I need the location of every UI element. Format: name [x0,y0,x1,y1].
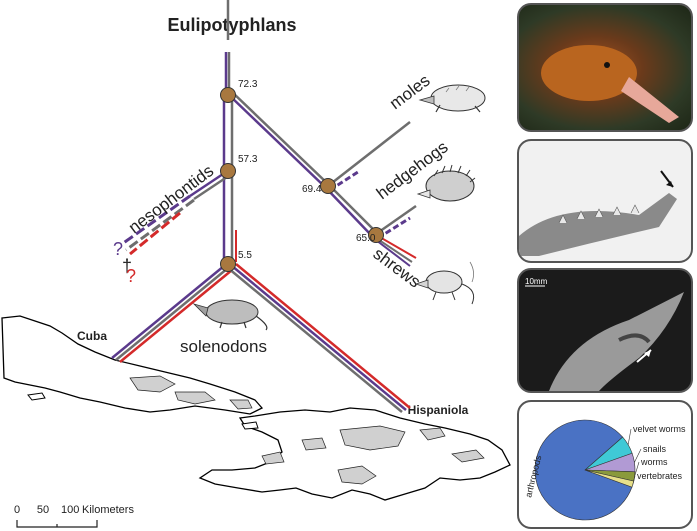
tree-root-stem [224,0,231,94]
hispaniola-habitat-patch [301,437,327,451]
hispaniola-habitat-patch [419,427,446,441]
cuba-outline [1,315,264,415]
node-age-72-3: 72.3 [238,79,258,90]
clade-nesophontids: nesophontids [125,161,217,237]
scale-bar-line [16,520,98,528]
hedgehog-illustration [416,164,476,202]
scale-tick-0: 0 [14,504,20,516]
solenodon-branch-hispaniola [227,263,411,413]
hispaniola-habitat-patch [339,425,406,451]
pie-label-vertebrates: vertebrates [637,471,683,481]
pie-label-velvet-worms: velvet worms [633,424,686,434]
hispaniola-habitat-patch [261,451,285,465]
node-72-3 [220,87,236,103]
node-age-69-4: 69.4 [302,184,322,195]
scale-tick-50: 50 [37,504,49,516]
clade-moles: moles [386,71,434,113]
question-mark-purple: ? [113,239,123,259]
solenodon-branch-cuba [111,265,233,363]
jaw-photo [519,170,677,256]
mole-illustration [418,84,486,113]
scale-unit: Kilometers [82,504,134,516]
pie-slice-arthropods [534,419,633,521]
diet-pie-chart: arthropods velvet worms snails worms ver… [523,419,686,521]
cuba-habitat-patch [129,375,176,393]
branch-hedgehogs [375,204,417,240]
solenodon-photo-panel [517,3,693,132]
node-age-57-3: 57.3 [238,154,258,165]
hispaniola-label: Hispaniola [408,403,469,417]
cuba-label: Cuba [77,329,107,343]
pie-leader-line [634,461,640,477]
branch-72-to-57 [222,96,234,170]
node-age-65-0: 65.0 [356,233,376,244]
node-age-5-5: 5.5 [238,250,252,261]
hispaniola-map [198,407,511,501]
diet-pie-panel: arthropods velvet worms snails worms ver… [517,400,693,529]
node-5-5 [220,256,236,272]
cuba-map [1,315,264,415]
jaw-photo-panel [517,139,693,263]
node-57-3 [220,163,236,179]
branch-69-to-65 [325,185,377,237]
node-65-0 [368,227,384,243]
branch-57-to-5 [222,172,237,262]
tooth-xray: 10mm [525,277,684,391]
pie-leader-line [632,475,636,485]
cuba-habitat-patch [174,391,216,405]
isla-de-la-juventud [27,392,46,401]
cuba-habitat-patch [229,399,253,410]
scale-bar: 0 50 100 Kilometers [14,504,134,528]
node-69-4 [320,178,336,194]
pie-leader-line [634,448,642,463]
figure-title: Eulipotyphlans [167,15,296,35]
question-mark-red: ? [126,266,136,286]
hispaniola-habitat-patch [451,449,485,463]
pie-label-snails: snails [643,444,667,454]
nesophontid-branch [121,170,231,256]
pie-leader-line [627,428,632,445]
pie-label-worms: worms [640,457,668,467]
extinct-dagger: † [122,256,132,276]
branch-shrews [375,235,417,267]
clade-solenodons: solenodons [180,337,267,356]
scale-tick-100: 100 [61,504,79,516]
tooth-xray-panel: 10mm [517,268,693,393]
branch-72-to-69 [229,91,329,187]
solenodon-photo [541,45,679,123]
solenodon-illustration [192,299,268,331]
tortuga-island [241,421,259,430]
shrew-illustration [414,261,475,305]
hispaniola-habitat-patch [337,465,377,485]
panel-scale-label: 10mm [525,277,548,286]
